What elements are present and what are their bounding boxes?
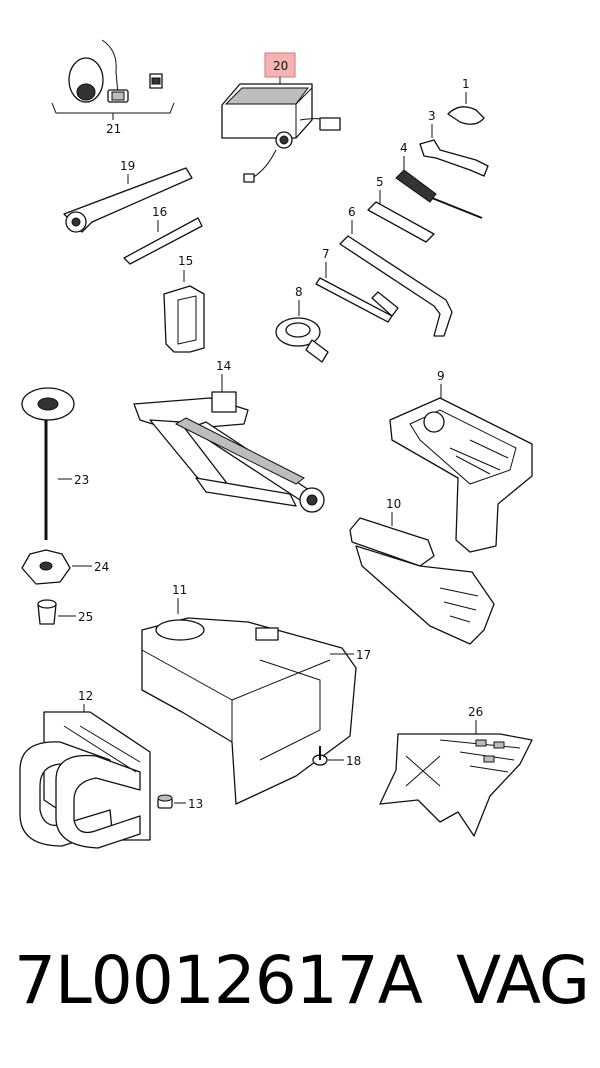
part-8-towing-eye [275,317,329,363]
callout-26: 26 [468,705,483,719]
callout-8: 8 [295,285,303,299]
callout-18: 18 [346,754,361,768]
part-23-bolt [21,387,75,540]
part-12-strap-frame [19,711,151,849]
part-26-floor-tray [379,733,533,837]
footer-caption: 7L0012617A VAG [14,942,594,1019]
part-24-wing-nut [21,549,71,585]
callout-23: 23 [74,473,89,487]
part-7-rod [315,277,399,323]
callout-20: 20 [273,59,288,73]
callout-21: 21 [106,122,121,136]
callout-6: 6 [348,205,356,219]
part-3-wrench [419,139,489,177]
part-19-ratchet-bar [63,167,193,233]
part-16-extension-rod [123,217,203,265]
part-13-nut [157,794,173,809]
part-20-compressor [221,83,341,183]
callout-13: 13 [188,797,203,811]
part-15-bracket [163,285,205,353]
callout-25: 25 [78,610,93,624]
part-10-holder [349,517,495,645]
callout-16: 16 [152,205,167,219]
callout-11: 11 [172,583,187,597]
callout-10: 10 [386,497,401,511]
callout-9: 9 [437,369,445,383]
part-4-screwdriver [395,169,483,219]
callout-12: 12 [78,689,93,703]
callout-14: 14 [216,359,231,373]
callout-17: 17 [356,648,371,662]
callout-20-highlight [264,52,296,78]
callout-5: 5 [376,175,384,189]
part-14-scissor-jack [133,391,325,513]
callout-7: 7 [322,247,330,261]
part-number: 7L0012617A [14,942,423,1019]
callout-3: 3 [428,109,436,123]
part-1-clip [447,106,485,125]
part-9-tool-tray [389,397,533,553]
parts-exploded-diagram: 21 20 1 3 4 5 6 7 8 [19,39,533,849]
part-25-cap [37,599,57,625]
callout-4: 4 [400,141,408,155]
callout-1: 1 [462,77,470,91]
part-5-socket-tube [367,201,435,243]
callout-15: 15 [178,254,193,268]
part-18-screw [312,746,328,766]
part-6-wheel-brace [339,235,453,337]
callout-24: 24 [94,560,109,574]
part-21-accessory-group [51,39,175,120]
callout-19: 19 [120,159,135,173]
part-11-tray-housing [141,617,357,805]
brand-name: VAG [456,942,590,1019]
